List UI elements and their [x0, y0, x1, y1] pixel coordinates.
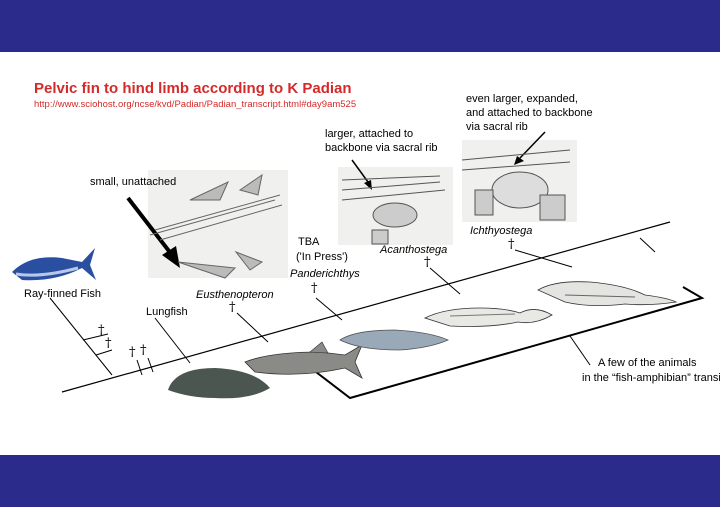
annotation-small-unattached: small, unattached — [90, 176, 177, 188]
annotation-larger-line1: larger, attached to — [325, 128, 414, 140]
slide-title: Pelvic fin to hind limb according to K P… — [34, 80, 352, 97]
acanthostega-fossil-sketch — [341, 175, 446, 245]
eusthenopteron-illustration — [244, 341, 363, 379]
arrow-small-unattached — [162, 246, 180, 268]
source-url: http://www.sciohost.org/ncse/kvd/Padian/… — [34, 99, 357, 110]
annotation-transition-line1: A few of the animals — [598, 357, 697, 369]
acanthostega-illustration — [423, 307, 553, 327]
label-ray-finned-fish: Ray-finned Fish — [24, 288, 102, 300]
annotation-larger-line2: backbone via sacral rib — [325, 142, 438, 154]
panderichthys-illustration — [339, 329, 449, 351]
annotation-even-larger-line1: even larger, expanded, — [466, 93, 578, 105]
label-ichthyostega: Ichthyostega — [470, 225, 533, 237]
branch-extinct-1 — [82, 333, 109, 341]
branch-extinct-4 — [147, 357, 154, 373]
bottom-band — [0, 455, 720, 507]
branch-ichthyostega — [514, 249, 573, 268]
branch-lungfish — [154, 317, 191, 364]
annotation-transition-line2: in the “fish-amphibian” transition — [582, 372, 720, 384]
branch-extinct-3 — [136, 359, 143, 376]
label-eusthenopteron: Eusthenopteron — [196, 289, 274, 301]
top-band — [0, 0, 720, 52]
lungfish-illustration — [168, 368, 270, 399]
tuna-illustration — [12, 248, 96, 281]
dagger-panderichthys: † — [311, 281, 318, 296]
bracket-pointer — [569, 335, 591, 366]
eusthenopteron-fossil-sketch — [149, 173, 283, 279]
dagger-extinct-4: † — [140, 343, 147, 358]
branch-eusthenopteron — [236, 312, 269, 343]
branch-acanthostega — [429, 267, 461, 295]
annotation-even-larger-line2: and attached to backbone — [466, 107, 593, 119]
branch-tetrapods — [639, 237, 656, 253]
dagger-acanthostega: † — [424, 255, 431, 270]
label-in-press: ('In Press') — [296, 251, 348, 263]
dagger-extinct-2: † — [105, 336, 112, 351]
ichthyostega-illustration — [537, 281, 678, 306]
transition-bracket — [315, 286, 705, 400]
branch-ray-finned-fish — [49, 297, 113, 376]
dagger-eusthenopteron: † — [229, 300, 236, 315]
branch-extinct-2 — [95, 349, 113, 356]
dagger-extinct-3: † — [129, 345, 136, 360]
dagger-ichthyostega: † — [508, 237, 515, 252]
dagger-extinct-1: † — [98, 323, 105, 338]
label-lungfish: Lungfish — [146, 306, 188, 318]
branch-panderichthys — [315, 297, 343, 321]
arrow-ichthyostega — [514, 156, 524, 165]
ichthyostega-fossil-sketch — [461, 149, 571, 221]
label-tba: TBA — [298, 236, 320, 248]
label-acanthostega: Acanthostega — [380, 244, 448, 256]
annotation-even-larger-line3: via sacral rib — [466, 121, 528, 133]
cladogram-trunk — [61, 221, 671, 393]
label-panderichthys: Panderichthys — [290, 268, 360, 280]
